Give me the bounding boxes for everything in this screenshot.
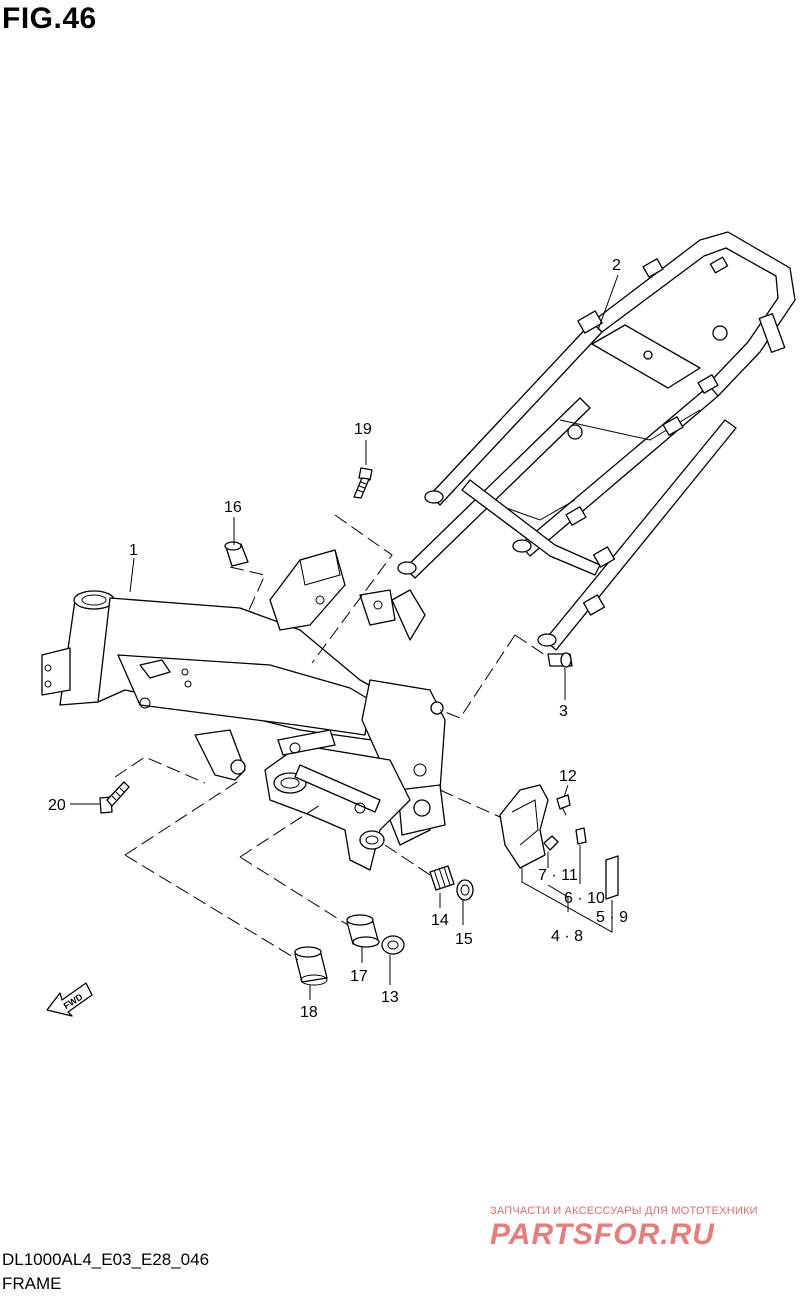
main-frame: [41, 549, 446, 871]
screw-12: [556, 794, 571, 816]
watermark-tagline: ЗАПЧАСТИ И АКСЕССУАРЫ ДЛЯ МОТОТЕХНИКИ: [490, 1205, 758, 1217]
callout-3: 3: [559, 703, 568, 720]
callout-12: 12: [559, 768, 577, 785]
callout-13: 13: [381, 989, 399, 1006]
label-5: [605, 855, 619, 900]
collar-16: [224, 541, 249, 567]
callouts: 1 2 3 19 16 20 12 7 · 11 6 · 10 5 · 9 4 …: [48, 257, 628, 1021]
diagram-code: DL1000AL4_E03_E28_046: [2, 1250, 210, 1269]
callout-1: 1: [129, 542, 138, 559]
callout-6-10: 6 · 10: [564, 890, 605, 907]
bolt-19: [353, 467, 373, 499]
diagram-name: FRAME: [2, 1274, 62, 1293]
rear-subframe: [397, 231, 796, 651]
leader-lines: [70, 274, 619, 1000]
side-cover-4: [499, 784, 549, 869]
callout-17: 17: [350, 968, 368, 985]
emblem-7: [543, 835, 559, 851]
callout-7-11: 7 · 11: [538, 867, 578, 884]
spacer-18: [294, 946, 328, 986]
bushing-17: [346, 914, 380, 948]
fwd-arrow: FWD: [46, 982, 93, 1017]
callout-4-8: 4 · 8: [551, 928, 583, 945]
callout-20: 20: [48, 797, 66, 814]
watermark-logo: PARTSFOR.RU: [490, 1218, 715, 1251]
callout-15: 15: [455, 931, 473, 948]
callout-18: 18: [300, 1004, 318, 1021]
spring-14: [429, 865, 455, 891]
assembly-guides: [114, 514, 546, 961]
bolt-20: [99, 781, 130, 814]
emblem-6: [575, 827, 587, 845]
callout-14: 14: [431, 912, 449, 929]
callout-19: 19: [354, 421, 372, 438]
callout-2: 2: [612, 257, 621, 274]
callout-16: 16: [224, 499, 242, 516]
figure-title: FIG.46: [2, 2, 97, 35]
bolt-3: [547, 652, 573, 668]
nut-15: [456, 879, 474, 901]
callout-5-9: 5 · 9: [596, 909, 628, 926]
nut-13: [381, 935, 405, 955]
